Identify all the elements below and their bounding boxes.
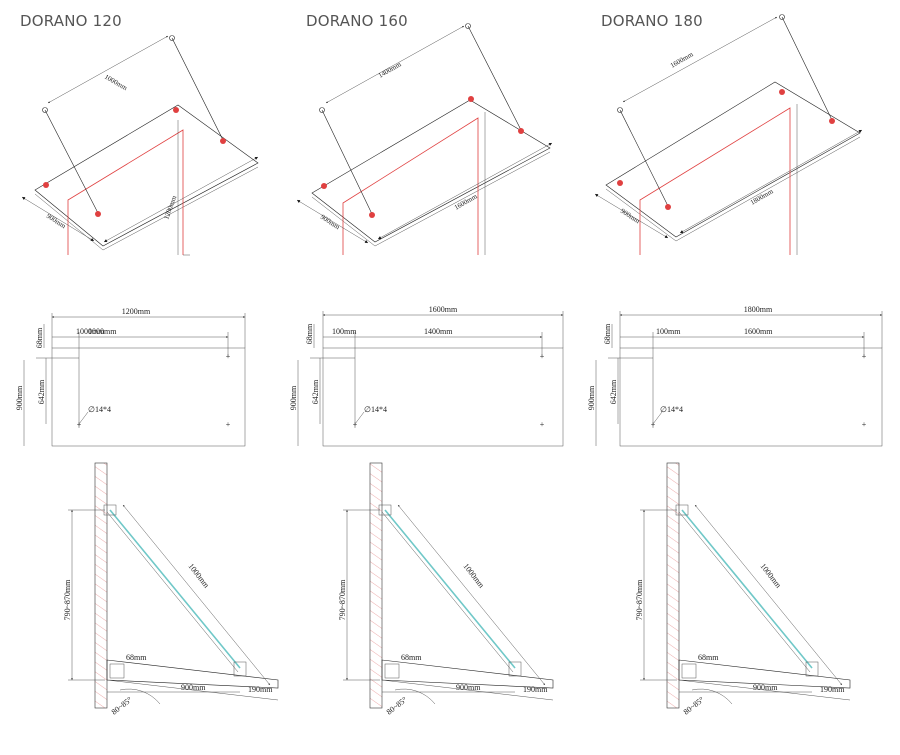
side-angle: 80~85° <box>385 695 409 717</box>
wall-section <box>369 462 383 709</box>
iso-width: 1800mm <box>749 187 775 207</box>
support-rod-right <box>467 25 522 131</box>
svg-text:+: + <box>226 420 231 429</box>
plan-offset-left: 100mm <box>656 327 681 336</box>
iso-depth: 900mm <box>45 212 68 231</box>
support-rod-right <box>781 16 833 121</box>
side-top-offset: 68mm <box>126 653 147 662</box>
svg-text:+: + <box>353 420 358 429</box>
side-top-offset: 68mm <box>698 653 719 662</box>
plan-inner-height: 642mm <box>311 379 320 404</box>
side-depth: 900mm <box>753 683 778 692</box>
side-view-dorano-180: 1000mm 790~870mm 68mm 900mm 190mm 80~85° <box>635 462 851 717</box>
side-height: 790~870mm <box>635 579 644 621</box>
plan-hole-label: ∅14*4 <box>660 405 683 414</box>
support-rod <box>109 509 241 669</box>
side-top-offset: 68mm <box>401 653 422 662</box>
iso-depth: 900mm <box>619 207 642 226</box>
support-rod-left <box>619 109 669 207</box>
plan-span: 1400mm <box>424 327 453 336</box>
support-rod-left <box>321 109 373 215</box>
iso-width: 1600mm <box>453 192 479 212</box>
svg-text:+: + <box>862 420 867 429</box>
plan-offset-left: 1000mm <box>76 327 105 336</box>
side-angle: 80~85° <box>682 695 706 717</box>
svg-text:+: + <box>540 352 545 361</box>
iso-view-dorano-120: 1000mm 900mm 1200mm <box>21 35 259 256</box>
wall-outline <box>342 117 479 255</box>
iso-view-dorano-160: 1400mm 900mm 1600mm <box>296 23 553 255</box>
svg-text:+: + <box>226 352 231 361</box>
support-rod-right <box>171 37 224 141</box>
plan-hole-label: ∅14*4 <box>364 405 387 414</box>
plan-offset-68: 68mm <box>603 323 612 344</box>
iso-rod-length: 1600mm <box>669 50 695 70</box>
plan-view-dorano-160: 1600mm 68mm 100mm 1400mm 900mm 642mm + +… <box>289 305 564 447</box>
iso-depth: 900mm <box>319 213 342 232</box>
plan-view-dorano-120: 1200mm 68mm 1000mm 1000mm 900mm 642mm + … <box>15 307 246 447</box>
side-height: 790~870mm <box>338 579 347 621</box>
plan-inner-height: 642mm <box>37 379 46 404</box>
plan-height: 900mm <box>289 385 298 410</box>
plan-offset-68: 68mm <box>35 327 44 348</box>
side-view-dorano-120: 1000mm 790~870mm 68mm 900mm 190mm 80~85° <box>63 462 279 717</box>
svg-text:+: + <box>540 420 545 429</box>
wall-outline <box>67 129 184 255</box>
panel-outline <box>322 347 564 447</box>
panel-outline <box>619 347 883 447</box>
support-rod <box>384 509 516 669</box>
side-view-dorano-160: 1000mm 790~870mm 68mm 900mm 190mm 80~85° <box>338 462 554 717</box>
plan-width-label: 1800mm <box>744 305 773 314</box>
model-title-dorano-160: DORANO 160 <box>306 12 408 30</box>
wall-section <box>94 462 108 709</box>
plan-height: 900mm <box>15 385 24 410</box>
iso-rod-length: 1000mm <box>103 73 129 93</box>
svg-text:+: + <box>77 420 82 429</box>
iso-width: 1200mm <box>162 194 178 221</box>
plan-offset-left: 100mm <box>332 327 357 336</box>
wall-outline <box>639 107 791 255</box>
plan-width-label: 1200mm <box>122 307 151 316</box>
side-tail: 190mm <box>820 685 845 694</box>
plan-span: 1000mm <box>88 327 117 336</box>
plan-offset-68: 68mm <box>305 323 314 344</box>
side-rod-length: 1000mm <box>186 562 211 591</box>
svg-text:+: + <box>651 420 656 429</box>
side-rod-length: 1000mm <box>758 562 783 591</box>
plan-height: 900mm <box>587 385 596 410</box>
plan-inner-height: 642mm <box>609 379 618 404</box>
iso-rod-length: 1400mm <box>377 60 403 80</box>
support-rod-left <box>44 109 99 214</box>
plan-width-label: 1600mm <box>429 305 458 314</box>
iso-view-dorano-180: 1600mm 900mm 1800mm <box>594 14 863 255</box>
side-tail: 190mm <box>248 685 273 694</box>
side-angle: 80~85° <box>110 695 134 717</box>
model-title-dorano-120: DORANO 120 <box>20 12 122 30</box>
plan-hole-label: ∅14*4 <box>88 405 111 414</box>
plan-span: 1600mm <box>744 327 773 336</box>
plan-view-dorano-180: 1800mm 68mm 100mm 1600mm 900mm 642mm + +… <box>587 305 883 447</box>
side-depth: 900mm <box>181 683 206 692</box>
side-tail: 190mm <box>523 685 548 694</box>
canopy-panel <box>605 81 861 238</box>
side-depth: 900mm <box>456 683 481 692</box>
side-height: 790~870mm <box>63 579 72 621</box>
side-rod-length: 1000mm <box>461 562 486 591</box>
panel-outline <box>51 347 246 447</box>
wall-section <box>666 462 680 709</box>
svg-text:+: + <box>862 352 867 361</box>
support-rod <box>681 509 813 669</box>
